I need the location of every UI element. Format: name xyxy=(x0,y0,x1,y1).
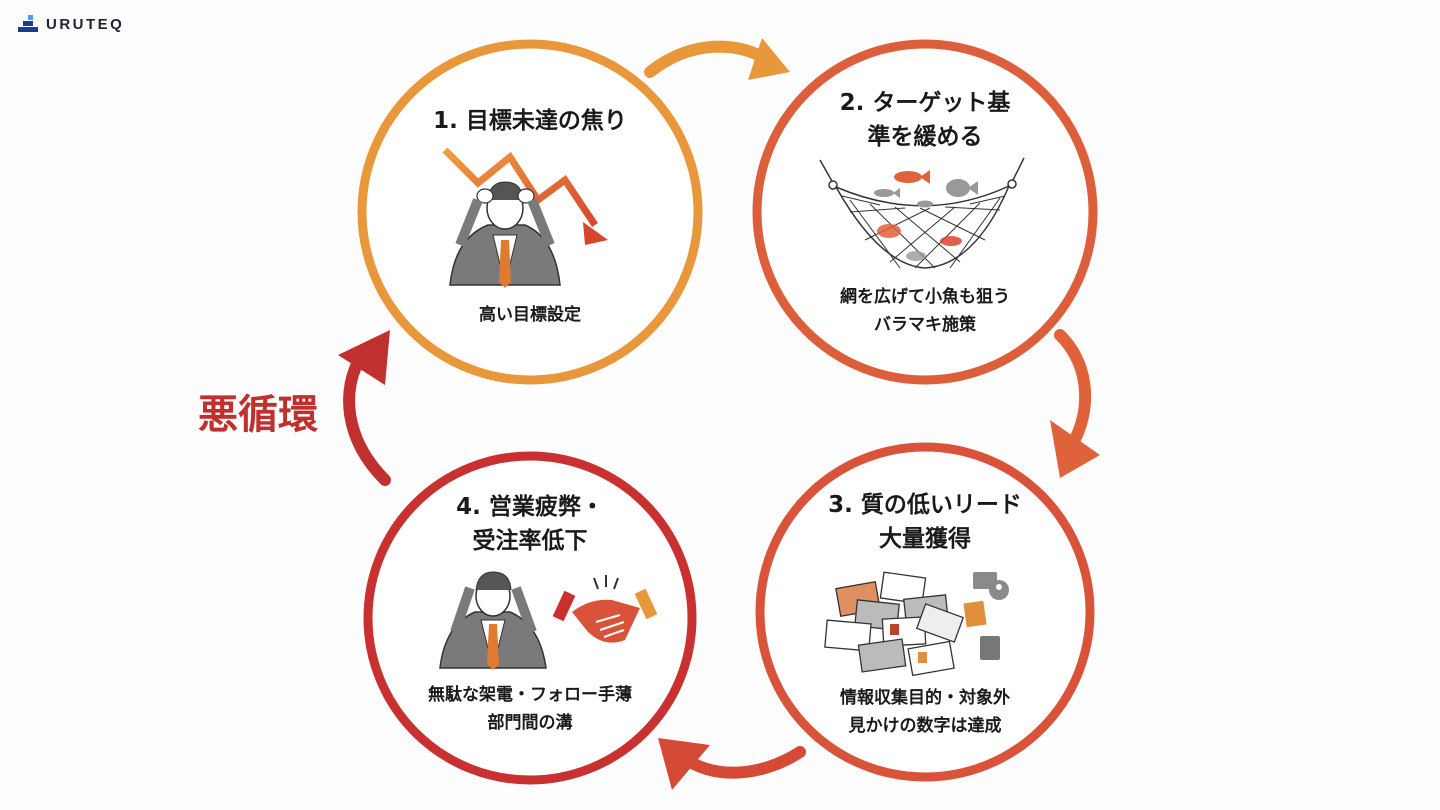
stressed-man-with-falling-chart-icon xyxy=(442,147,608,288)
business-cards-pile-icon xyxy=(824,571,965,677)
step-3-title-line-1: 3. 質の低いリード xyxy=(828,492,1022,518)
cycle-arrow-4-to-1 xyxy=(338,330,391,486)
step-2-title-line-1: 2. ターゲット基 xyxy=(840,90,1012,116)
step-3-title-line-2: 大量獲得 xyxy=(879,525,971,552)
step-1-ring xyxy=(357,39,703,385)
brand-logo: URUTEQ xyxy=(18,15,124,33)
contact-icons xyxy=(963,572,1009,660)
step-4-caption-line-1: 無駄な架電・フォロー手薄 xyxy=(428,684,632,705)
phone-book-icon xyxy=(980,636,1000,660)
cycle-arrow-1-to-2 xyxy=(644,38,790,80)
step-4: 4. 営業疲弊・ 受注率低下 無駄な架電・フォロー手薄 部門間の溝 xyxy=(363,451,697,785)
step-4-caption-line-2: 部門間の溝 xyxy=(488,712,573,733)
step-1-title: 1. 目標未達の焦り xyxy=(433,107,627,134)
cycle-label: 悪循環 xyxy=(198,392,318,438)
fishing-net-icon xyxy=(819,157,1025,269)
step-2-caption-line-2: バラマキ施策 xyxy=(874,314,977,335)
brand-name: URUTEQ xyxy=(46,15,125,33)
step-2-caption-line-1: 網を広げて小魚も狙う xyxy=(840,286,1010,307)
step-4-title-line-1: 4. 営業疲弊・ xyxy=(456,493,604,520)
step-4-title-line-2: 受注率低下 xyxy=(473,527,588,554)
step-3-caption-line-1: 情報収集目的・対象外 xyxy=(840,687,1010,708)
logo-mark-icon xyxy=(18,15,38,33)
step-2: 2. ターゲット基 準を緩める 網を広げて小魚 xyxy=(752,39,1098,385)
step-2-title-line-2: 準を緩める xyxy=(868,123,983,150)
exhausted-man-icon xyxy=(439,571,547,670)
step-1-caption: 高い目標設定 xyxy=(479,304,581,325)
phone-card-icon xyxy=(963,600,987,628)
step-3-caption-line-2: 見かけの数字は達成 xyxy=(848,715,1002,736)
step-3: 3. 質の低いリード 大量獲得 情報収集目的・対象外 見かけの数字は達成 xyxy=(755,442,1095,782)
handshake-icon xyxy=(552,575,658,643)
cycle-arrow-2-to-3 xyxy=(1050,329,1100,478)
step-2-ring xyxy=(752,39,1098,385)
step-1: 1. 目標未達の焦り 高い目標設定 xyxy=(357,39,703,385)
cycle-arrow-3-to-4 xyxy=(658,738,806,790)
